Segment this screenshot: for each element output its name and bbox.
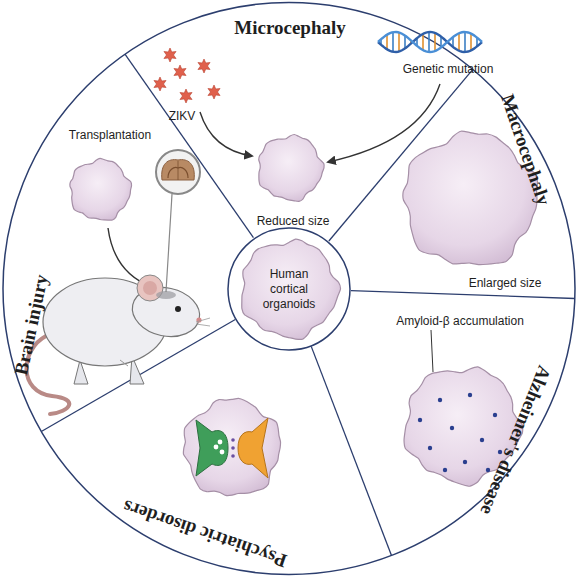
amyloid-deposits <box>418 393 502 472</box>
base-pair <box>386 35 388 50</box>
amyloid-dot <box>468 393 472 397</box>
virion <box>174 65 186 79</box>
sector-divider <box>351 291 575 299</box>
leader-line <box>431 330 433 372</box>
inner-circle <box>228 228 350 350</box>
label: Reduced size <box>257 215 330 228</box>
amyloid-dot <box>463 460 467 464</box>
organoid <box>183 398 280 495</box>
center-circle: Human cortical organoids <box>227 227 351 351</box>
virion <box>198 59 210 73</box>
label: Transplantation <box>69 129 151 142</box>
arrow <box>200 112 252 156</box>
base-pair <box>458 33 460 50</box>
amyloid-dot <box>438 398 442 402</box>
virion <box>208 85 220 99</box>
virion <box>164 48 176 62</box>
amyloid-dot <box>493 413 497 417</box>
zikv-virions <box>154 48 220 103</box>
base-pair <box>470 34 472 51</box>
dna-helix <box>378 32 482 52</box>
dna-strand <box>378 32 482 52</box>
sector-title: Microcephaly <box>234 18 346 39</box>
amyloid-dot <box>480 438 484 442</box>
node-label: Human cortical organoids <box>249 267 329 312</box>
base-pair <box>404 36 406 49</box>
organoid <box>242 239 341 339</box>
dna-strand <box>378 32 482 52</box>
virion <box>180 89 192 103</box>
amyloid-dot <box>450 426 454 430</box>
outer-circle <box>3 3 575 575</box>
label: Genetic mutation <box>403 63 494 76</box>
base-pair <box>464 32 466 52</box>
base-pair <box>392 32 394 52</box>
amyloid-dot <box>428 446 432 450</box>
organoids <box>70 131 538 495</box>
label: Amyloid-β accumulation <box>396 315 524 328</box>
base-pair <box>398 33 400 52</box>
amyloid-dot <box>418 418 422 422</box>
arrow <box>328 84 440 162</box>
sector-divider <box>311 346 391 555</box>
brain-inset <box>156 150 200 292</box>
organoid <box>259 135 324 202</box>
label: Enlarged size <box>469 277 542 290</box>
synapse <box>196 418 268 478</box>
virion <box>154 77 166 91</box>
base-pair <box>428 32 430 52</box>
base-pair <box>434 33 436 51</box>
amyloid-dot <box>443 468 447 472</box>
base-pair <box>422 34 424 50</box>
sector-dividers <box>41 54 575 555</box>
amyloid-dot <box>486 468 490 472</box>
label: ZIKV <box>169 110 196 123</box>
mouse <box>26 275 210 414</box>
sector-divider <box>125 54 253 237</box>
organoid <box>70 158 132 220</box>
